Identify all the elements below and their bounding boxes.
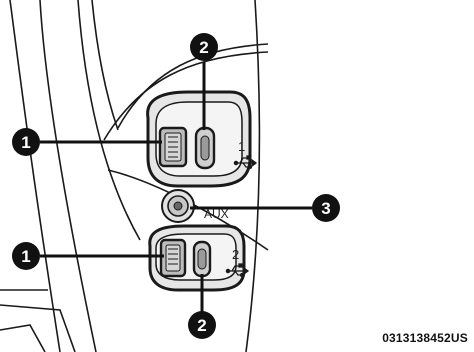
svg-text:3: 3 — [321, 199, 330, 218]
callout-aux-jack: 3 — [312, 194, 340, 222]
upper-port-number: 1 — [238, 139, 245, 154]
callout-usb-a-upper: 1 — [12, 128, 40, 156]
aux-jack — [161, 189, 195, 223]
svg-text:2: 2 — [199, 38, 208, 57]
svg-text:2: 2 — [197, 316, 206, 335]
usb-icon — [233, 155, 258, 170]
svg-text:1: 1 — [21, 133, 30, 152]
lower-port-number: 2 — [232, 247, 239, 262]
usb-a-port-upper — [158, 126, 188, 168]
callout-usb-c-upper: 2 — [190, 33, 218, 61]
leader-lines — [40, 62, 312, 312]
usb-c-port-upper — [194, 126, 216, 170]
figure-code: 0313138452US — [382, 331, 468, 345]
usb-c-port-lower — [192, 240, 212, 278]
usb-icon — [225, 263, 250, 278]
aux-label: AUX — [204, 207, 229, 221]
callout-usb-a-lower: 1 — [12, 242, 40, 270]
svg-text:1: 1 — [21, 247, 30, 266]
usb-a-port-lower — [159, 238, 187, 278]
console-outline — [0, 0, 269, 352]
callout-usb-c-lower: 2 — [188, 311, 216, 339]
